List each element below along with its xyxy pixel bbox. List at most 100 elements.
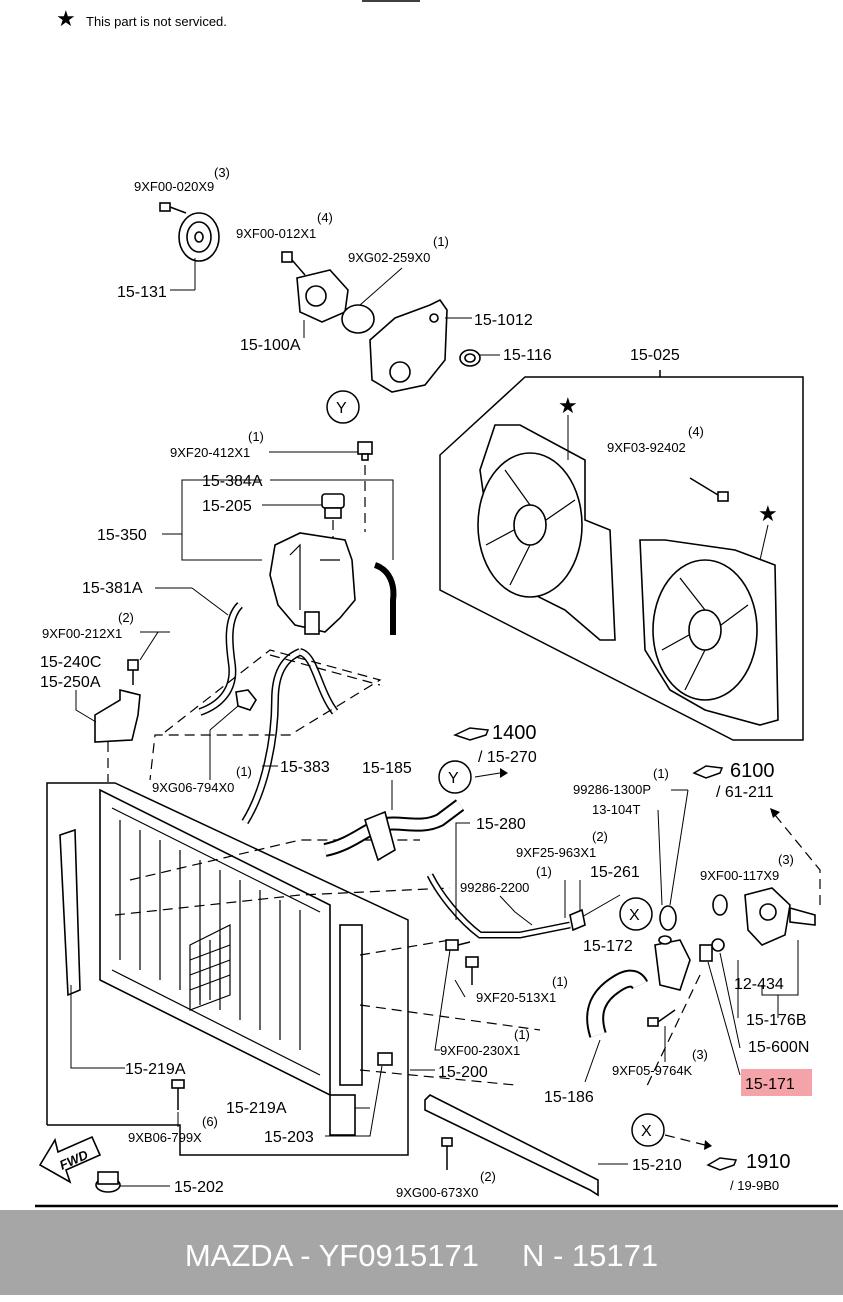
label-15-219a-1: 15-219A — [125, 1061, 186, 1078]
marker-x-2: X — [641, 1123, 652, 1140]
marker-x-1-circle — [619, 897, 653, 931]
radiator-15-200[interactable] — [99, 788, 363, 1136]
fan-shroud-frame — [439, 370, 804, 741]
clip-9xg06-794x0[interactable] — [209, 689, 257, 780]
label-61-211: / 61-211 — [716, 784, 774, 801]
mount-15-202[interactable] — [95, 1171, 121, 1193]
label-15-210: 15-210 — [632, 1157, 682, 1174]
label-15-171: 15-171 — [745, 1076, 795, 1093]
label-9xf00-020x9: 9XF00-020X9 — [134, 179, 214, 194]
label-9xf25-963x1: 9XF25-963X1 — [516, 845, 596, 860]
label-15-383: 15-383 — [280, 759, 330, 776]
label-6100: 6100 — [730, 760, 775, 782]
label-qty-92402: (4) — [688, 424, 704, 439]
side-seal-15-219a[interactable] — [59, 828, 81, 997]
drain-plug-15-203[interactable] — [377, 1052, 393, 1066]
bolt-9xf20-513x1[interactable] — [465, 956, 479, 985]
pulley-15-131[interactable] — [178, 212, 220, 262]
fan-shroud-right[interactable] — [639, 539, 779, 726]
label-15-116: 15-116 — [503, 347, 552, 364]
label-9xb06-799x: 9XB06-799X — [128, 1130, 202, 1145]
fan-shroud-left[interactable] — [477, 424, 616, 641]
gasket-9xg02-259x0[interactable] — [341, 304, 375, 334]
screw-9xf03-92402[interactable] — [689, 477, 729, 502]
label-15-025: 15-025 — [630, 347, 680, 364]
marker-y-2: Y — [448, 770, 459, 787]
label-qty-9764k: (3) — [692, 1047, 708, 1062]
hose-15-384a[interactable] — [373, 562, 397, 635]
screw-9xb06-799x[interactable] — [171, 1079, 185, 1110]
label-qty-794x0: (1) — [236, 764, 252, 779]
hose-15-185[interactable] — [323, 799, 465, 862]
bolt-9xf00-020x9[interactable] — [159, 202, 187, 214]
arrow-6100-icon — [692, 765, 724, 779]
label-9xf05-9764k: 9XF05-9764K — [612, 1063, 693, 1078]
pump-housing-15-1012[interactable] — [369, 298, 448, 393]
footer-text: MAZDA - YF0915171 N - 15171 — [0, 1210, 843, 1295]
grommet-13-104t[interactable] — [659, 905, 677, 931]
label-15-203: 15-203 — [264, 1129, 314, 1146]
label-9xf00-212x1: 9XF00-212X1 — [42, 626, 122, 641]
label-9xg00-673x0: 9XG00-673X0 — [396, 1185, 478, 1200]
fwd-arrow-icon — [38, 1135, 102, 1184]
note-star-icon: ★ — [56, 6, 76, 31]
label-15-186: 15-186 — [544, 1089, 594, 1106]
label-15-270: / 15-270 — [478, 749, 537, 766]
footer-brand: MAZDA - YF0915171 — [184, 1238, 479, 1273]
label-9xf20-513x1: 9XF20-513X1 — [476, 990, 556, 1005]
label-qty-412x1: (1) — [248, 429, 264, 444]
label-15-172: 15-172 — [583, 938, 633, 955]
marker-x-1: X — [629, 907, 640, 924]
label-12-434: 12-434 — [734, 976, 784, 993]
cap-9xf20-412x1[interactable] — [357, 441, 373, 461]
label-qty-1300p: (1) — [653, 766, 669, 781]
label-9xf00-230x1: 9XF00-230X1 — [440, 1043, 520, 1058]
bolt-9xf00-230x1[interactable] — [445, 939, 471, 951]
hose-15-186[interactable] — [586, 969, 649, 1038]
bolt-9xf05-9764k[interactable] — [647, 1009, 676, 1027]
label-qty-2200: (1) — [536, 864, 552, 879]
sensor-15-171[interactable] — [699, 944, 713, 962]
label-9xf00-117x9: 9XF00-117X9 — [700, 868, 779, 883]
bracket-15-210[interactable] — [424, 1094, 599, 1197]
marker-y-1-circle — [326, 390, 360, 424]
label-99286-2200: 99286-2200 — [460, 880, 529, 895]
marker-y-1: Y — [336, 400, 347, 417]
label-1400: 1400 — [492, 722, 537, 744]
pipe-15-280[interactable] — [426, 873, 571, 939]
reservoir-15-350[interactable] — [269, 532, 356, 635]
gasket-12-434[interactable] — [712, 894, 728, 916]
label-9xf03-92402: 9XF03-92402 — [607, 440, 686, 455]
label-99286-1300p: 99286-1300P — [573, 782, 651, 797]
label-15-600n: 15-600N — [748, 1039, 809, 1056]
parts-diagram: ★ This part is not serviced. Y — [35, 0, 838, 1208]
label-15-131: 15-131 — [117, 284, 167, 301]
bracket-15-240c[interactable] — [94, 659, 141, 743]
bolt-9xg00-673x0[interactable] — [441, 1137, 453, 1170]
marker-x-2-circle — [631, 1113, 665, 1147]
note-text: This part is not serviced. — [86, 14, 227, 29]
oring-15-600n[interactable] — [711, 938, 725, 952]
hose-15-172[interactable] — [654, 935, 691, 991]
label-15-185: 15-185 — [362, 760, 412, 777]
label-15-280: 15-280 — [476, 816, 526, 833]
label-15-261: 15-261 — [590, 864, 640, 881]
label-15-250a: 15-250A — [40, 674, 101, 691]
label-qty-963x1: (2) — [592, 829, 608, 844]
hose-15-261[interactable] — [569, 908, 586, 932]
label-9xf00-012x1: 9XF00-012X1 — [236, 226, 316, 241]
label-qty-259x0: (1) — [433, 234, 449, 249]
thermostat-15-176b[interactable] — [744, 887, 816, 946]
cap-15-205[interactable] — [321, 493, 345, 519]
marker-y-2-circle — [438, 760, 472, 794]
water-pump-15-100a[interactable] — [281, 251, 349, 323]
arrow-1400-icon — [452, 727, 490, 741]
label-1910: 1910 — [746, 1151, 791, 1173]
label-15-200: 15-200 — [438, 1064, 488, 1081]
label-15-1012: 15-1012 — [474, 312, 533, 329]
seal-15-116[interactable] — [459, 349, 481, 367]
label-15-202: 15-202 — [174, 1179, 224, 1196]
label-qty-799x: (6) — [202, 1114, 218, 1129]
label-15-100a: 15-100A — [240, 337, 301, 354]
label-13-104t: 13-104T — [592, 802, 640, 817]
